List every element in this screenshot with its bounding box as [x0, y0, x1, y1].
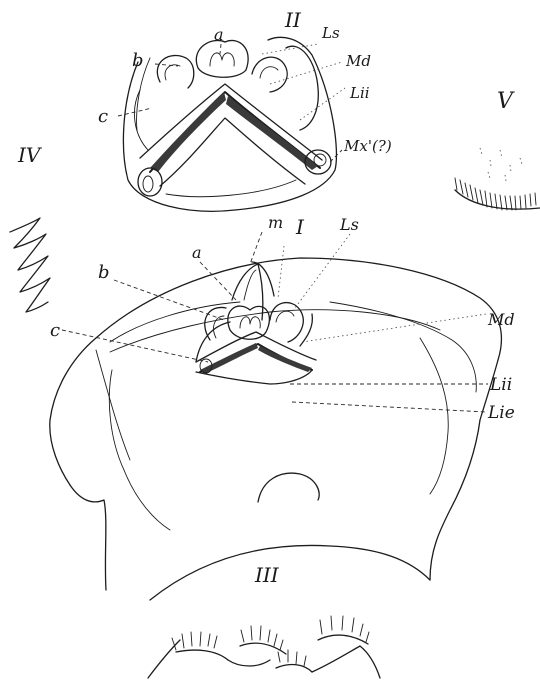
- figure-1-drawing: [50, 258, 502, 600]
- fig1-label-a: a: [192, 243, 202, 262]
- figure-3-drawing: [148, 616, 380, 678]
- figure-4-drawing: [10, 218, 50, 312]
- figure-5-drawing: [455, 148, 540, 210]
- fig1-label-lie: Lie: [487, 403, 515, 423]
- fig1-label-md: Md: [487, 310, 515, 329]
- fig2-label-ls: Ls: [321, 24, 340, 42]
- fig1-label-ls: Ls: [339, 215, 359, 234]
- figure-2-number: II: [284, 8, 302, 32]
- figure-2-drawing: [123, 37, 336, 211]
- fig2-label-b: b: [132, 50, 144, 71]
- figure-5-number: V: [497, 89, 515, 114]
- fig1-label-b: b: [98, 262, 110, 283]
- fig1-label-m: m: [268, 213, 283, 232]
- figure-4-number: IV: [17, 143, 43, 167]
- figure-3-number: III: [254, 563, 280, 587]
- fig2-label-a: a: [214, 25, 224, 44]
- fig2-label-lii: Lii: [349, 84, 370, 102]
- figure-1-leaders: [62, 232, 488, 412]
- figure-1-number: I: [295, 215, 305, 239]
- fig2-label-mx1: Mx'(?): [343, 137, 392, 155]
- fig1-label-lii: Lii: [489, 375, 512, 395]
- fig2-label-c: c: [98, 106, 108, 127]
- fig1-label-c: c: [50, 320, 60, 341]
- fig2-label-md: Md: [345, 52, 371, 70]
